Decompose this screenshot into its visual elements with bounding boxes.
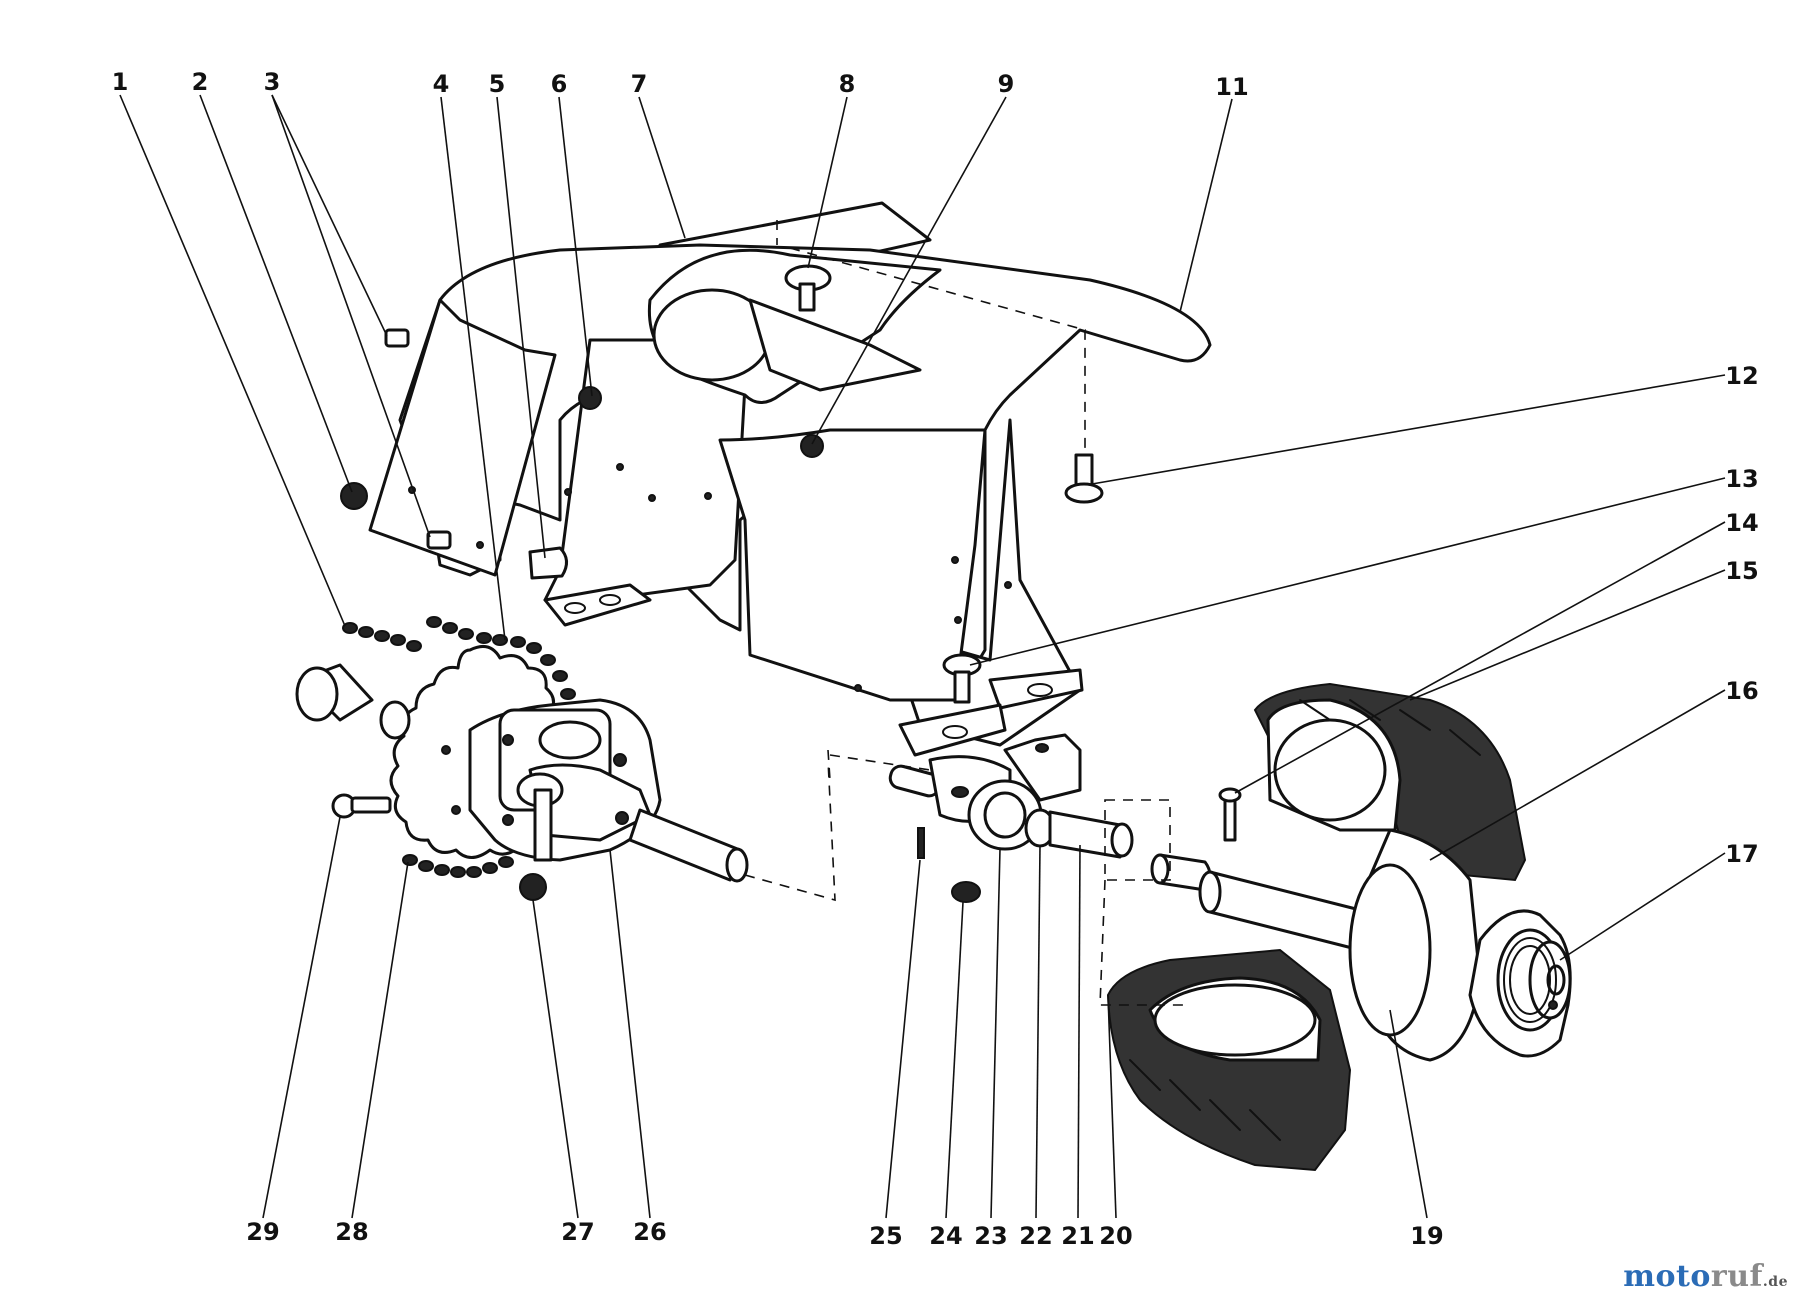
label-15: 15 xyxy=(1725,557,1758,585)
label-1: 1 xyxy=(112,68,129,96)
label-21: 21 xyxy=(1061,1222,1094,1250)
label-22: 22 xyxy=(1019,1222,1052,1250)
label-25: 25 xyxy=(869,1222,902,1250)
watermark-part-3: .de xyxy=(1762,1274,1788,1290)
fender-housing xyxy=(368,201,1212,757)
label-17: 17 xyxy=(1725,840,1758,868)
label-27: 27 xyxy=(561,1218,594,1246)
label-29: 29 xyxy=(246,1218,279,1246)
label-24: 24 xyxy=(929,1222,962,1250)
label-6: 6 xyxy=(551,70,568,98)
gear-case xyxy=(468,698,749,883)
label-23: 23 xyxy=(974,1222,1007,1250)
label-2: 2 xyxy=(192,68,209,96)
label-3: 3 xyxy=(264,68,281,96)
label-9: 9 xyxy=(998,70,1015,98)
label-8: 8 xyxy=(839,70,856,98)
wheel-assembly xyxy=(1106,682,1572,1172)
label-16: 16 xyxy=(1725,677,1758,705)
label-19: 19 xyxy=(1410,1222,1443,1250)
label-5: 5 xyxy=(489,70,506,98)
label-26: 26 xyxy=(633,1218,666,1246)
label-7: 7 xyxy=(631,70,648,98)
label-14: 14 xyxy=(1725,509,1758,537)
label-4: 4 xyxy=(433,70,450,98)
label-20: 20 xyxy=(1099,1222,1132,1250)
leader-lines xyxy=(119,94,1726,1219)
label-13: 13 xyxy=(1725,465,1758,493)
label-28: 28 xyxy=(335,1218,368,1246)
callout-labels: 1 2 3 4 5 6 7 8 9 11 12 13 14 15 16 17 1… xyxy=(112,68,1759,1250)
alignment-lines xyxy=(744,220,1190,1006)
label-12: 12 xyxy=(1725,362,1758,390)
watermark-logo: motoruf.de xyxy=(1623,1259,1788,1294)
watermark-part-2: ruf xyxy=(1710,1259,1763,1294)
watermark-part-1: moto xyxy=(1623,1259,1711,1294)
label-11: 11 xyxy=(1215,73,1248,101)
